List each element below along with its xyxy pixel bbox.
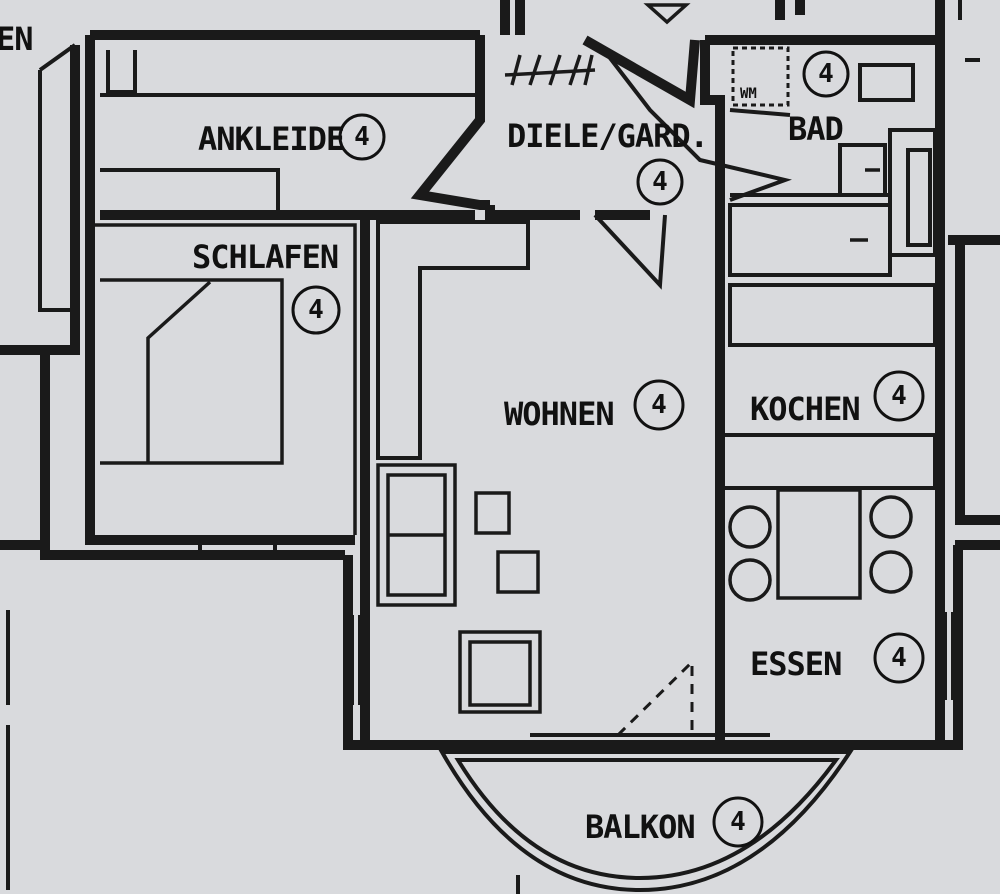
room-label-ankleide: ANKLEIDE	[198, 120, 344, 158]
chair	[728, 505, 772, 549]
wardrobe-hatch	[504, 54, 596, 86]
door-swing	[616, 658, 694, 737]
svg-text:4: 4	[818, 59, 834, 89]
svg-text:4: 4	[891, 381, 907, 411]
room-label-balkon: BALKON	[585, 808, 695, 846]
svg-text:4: 4	[730, 807, 746, 837]
chair	[728, 558, 772, 602]
room-badge-balkon: 4	[712, 796, 764, 848]
balcony	[438, 750, 854, 893]
washing-machine-label: WM	[740, 86, 757, 102]
room-label-essen: ESSEN	[750, 645, 841, 683]
labels: EN ANKLEIDE 4 DIELE/GARD. 4 BAD 4 SCHLAF…	[0, 20, 925, 848]
chair	[869, 495, 913, 539]
bed	[95, 223, 357, 535]
washing-machine	[731, 46, 790, 107]
room-badge-essen: 4	[873, 632, 925, 684]
armchair	[458, 630, 542, 714]
entry-arrow	[643, 3, 691, 25]
sofa	[376, 463, 457, 607]
room-label-wohnen: WOHNEN	[504, 395, 614, 433]
room-label-kochen: KOCHEN	[750, 390, 860, 428]
svg-text:4: 4	[308, 295, 324, 325]
neighbour-label-fragment: EN	[0, 20, 33, 58]
svg-text:4: 4	[354, 122, 370, 152]
coffee-table	[496, 550, 540, 594]
furniture: WM	[95, 3, 913, 737]
chair	[869, 550, 913, 594]
room-badge-bad: 4	[802, 50, 850, 98]
room-badge-kochen: 4	[873, 370, 925, 422]
room-label-schlafen: SCHLAFEN	[192, 238, 338, 276]
room-label-diele: DIELE/GARD.	[507, 117, 708, 155]
side-table	[474, 491, 511, 535]
room-badge-wohnen: 4	[633, 379, 685, 431]
svg-text:4: 4	[651, 390, 667, 420]
room-badge-schlafen: 4	[291, 285, 341, 335]
room-badge-diele: 4	[636, 158, 684, 206]
svg-text:4: 4	[652, 167, 668, 197]
svg-text:4: 4	[891, 643, 907, 673]
dining-table	[776, 488, 862, 600]
room-label-bad: BAD	[788, 110, 843, 148]
room-badge-ankleide: 4	[338, 113, 386, 161]
